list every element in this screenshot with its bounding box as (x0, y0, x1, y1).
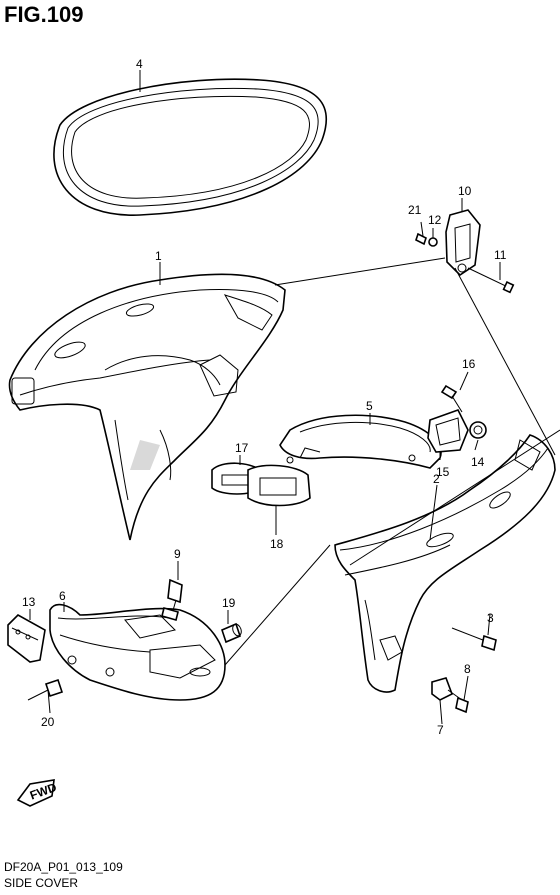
part-grommet-18 (247, 464, 311, 507)
part-left-side-cover (8, 273, 286, 541)
callout-4: 4 (136, 57, 143, 71)
callout-3: 3 (487, 611, 494, 625)
part-cap-14 (469, 421, 487, 439)
callout-13: 13 (22, 595, 36, 609)
part-seal-ring (53, 78, 328, 216)
part-clip-9 (161, 578, 183, 621)
figure-title: FIG.109 (4, 2, 84, 27)
footer-name: SIDE COVER (4, 876, 79, 890)
callout-20: 20 (41, 715, 55, 729)
part-sleeve-19 (221, 622, 242, 644)
callout-14: 14 (471, 455, 485, 469)
callout-6: 6 (59, 589, 66, 603)
callout-12: 12 (428, 213, 442, 227)
part-screw-16 (440, 384, 463, 413)
part-bushing-7 (431, 677, 454, 701)
callout-15: 15 (436, 465, 450, 479)
fwd-arrow-icon: FWD (16, 779, 59, 807)
callout-5: 5 (366, 399, 373, 413)
leader-lines (29, 70, 560, 725)
part-lower-cover (49, 603, 226, 701)
part-bolt-8 (447, 689, 469, 714)
part-clip-15 (427, 409, 469, 453)
callout-8: 8 (464, 662, 471, 676)
callout-numbers: 4 1 10 21 12 11 16 5 17 15 14 2 18 9 6 1… (22, 57, 507, 737)
callout-7: 7 (437, 723, 444, 737)
callout-9: 9 (174, 547, 181, 561)
part-bracket (445, 209, 481, 277)
callout-21: 21 (408, 203, 422, 217)
part-rivet-20 (27, 678, 64, 701)
part-bolt-11 (467, 267, 515, 294)
callout-19: 19 (222, 596, 236, 610)
part-frame-5 (279, 414, 442, 469)
part-bolt-3 (451, 627, 497, 652)
part-pin-21 (415, 232, 427, 246)
footer-code: DF20A_P01_013_109 (4, 860, 123, 874)
callout-17: 17 (235, 441, 249, 455)
callout-18: 18 (270, 537, 284, 551)
callout-10: 10 (458, 184, 472, 198)
callout-11: 11 (494, 248, 507, 262)
part-washer-12 (428, 237, 438, 247)
callout-16: 16 (462, 357, 476, 371)
callout-1: 1 (155, 249, 162, 263)
part-pad-13 (7, 614, 46, 663)
part-right-side-cover (334, 434, 556, 693)
callout-2: 2 (433, 472, 440, 486)
